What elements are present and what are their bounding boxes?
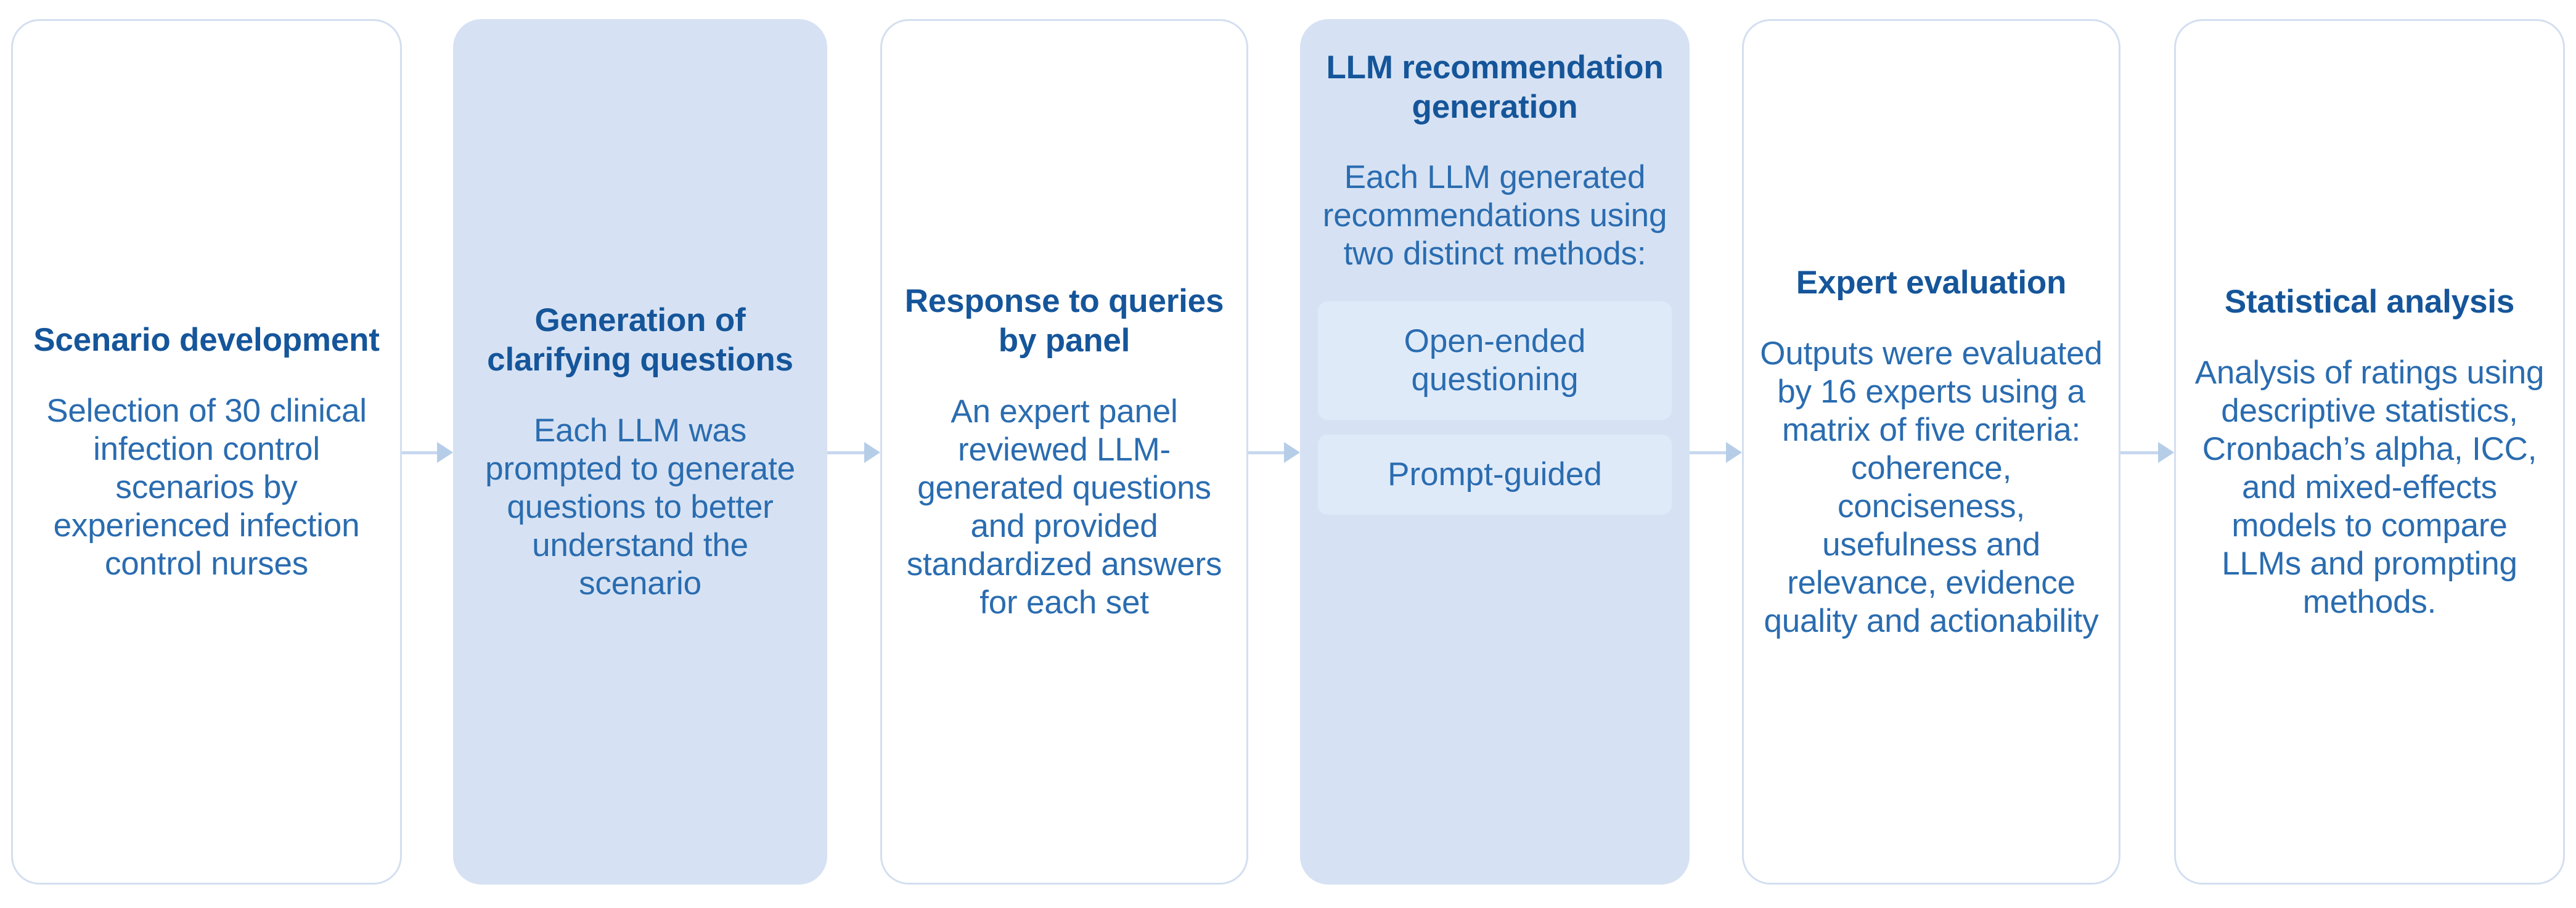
- arrow-right-icon-3-to-4: [1248, 442, 1300, 463]
- step-body: Selection of 30 clinical infection contr…: [46, 392, 367, 582]
- arrow-shaft: [402, 451, 437, 454]
- method-list: Open-ended questioning Prompt-guided: [1318, 301, 1672, 515]
- step-body: Analysis of ratings using descriptive st…: [2194, 354, 2545, 620]
- flow-step-response-to-queries-by-panel: Response to queries by panel An expert p…: [880, 19, 1248, 885]
- arrow-head: [437, 442, 453, 463]
- step-title: Generation of clarifying questions: [487, 302, 793, 378]
- arrow-shaft: [1690, 451, 1726, 454]
- flow-step-statistical-analysis: Statistical analysis Analysis of ratings…: [2174, 19, 2565, 885]
- flow-step-generation-of-clarifying-questions: Generation of clarifying questions Each …: [453, 19, 827, 885]
- arrow-head: [2158, 442, 2174, 463]
- arrow-shaft: [2120, 451, 2158, 454]
- method-chip-prompt-guided[interactable]: Prompt-guided: [1318, 435, 1672, 515]
- arrow-shaft: [1248, 451, 1284, 454]
- arrow-right-icon-4-to-5: [1690, 442, 1742, 463]
- arrow-right-icon-1-to-2: [402, 442, 453, 463]
- flow-step-expert-evaluation: Expert evaluation Outputs were evaluated…: [1742, 19, 2120, 885]
- arrow-head: [1284, 442, 1300, 463]
- method-chip-open-ended-questioning[interactable]: Open-ended questioning: [1318, 301, 1672, 420]
- step-body: Each LLM was prompted to generate questi…: [485, 412, 795, 602]
- step-title: Scenario development: [33, 322, 380, 359]
- step-title: LLM recommendation generation: [1326, 49, 1664, 125]
- step-title: Statistical analysis: [2224, 284, 2515, 321]
- step-title: Expert evaluation: [1796, 264, 2067, 301]
- step-title: Response to queries by panel: [904, 283, 1224, 359]
- flow-step-scenario-development: Scenario development Selection of 30 cli…: [11, 19, 402, 885]
- step-body: An expert panel reviewed LLM-generated q…: [906, 393, 1222, 621]
- arrow-head: [1726, 442, 1742, 463]
- flow-step-llm-recommendation-generation: LLM recommendation generation Each LLM g…: [1300, 19, 1690, 885]
- arrow-right-icon-2-to-3: [827, 442, 880, 463]
- step-body: Outputs were evaluated by 16 experts usi…: [1760, 335, 2103, 639]
- arrow-head: [864, 442, 880, 463]
- step-body: Each LLM generated recommendations using…: [1322, 159, 1667, 272]
- arrow-right-icon-5-to-6: [2120, 442, 2174, 463]
- arrow-shaft: [827, 451, 864, 454]
